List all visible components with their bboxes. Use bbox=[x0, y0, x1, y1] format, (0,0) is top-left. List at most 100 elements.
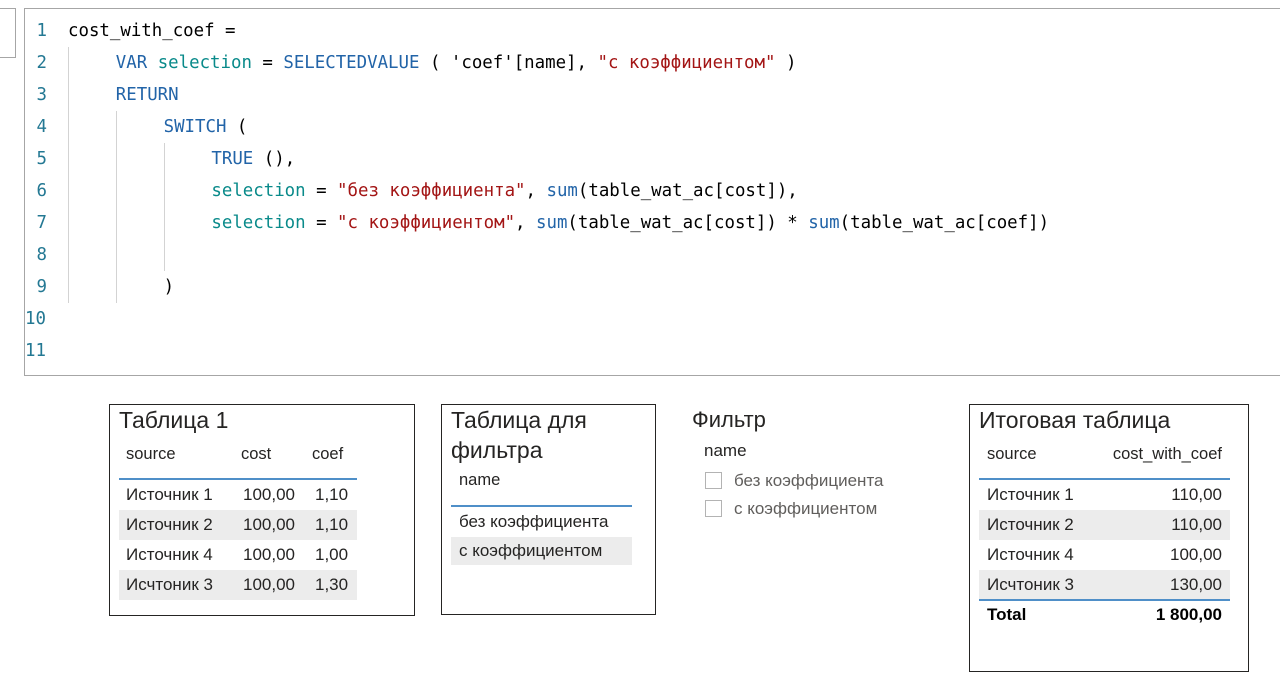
table1-visual[interactable]: Таблица 1 source cost coef Источник 1 10… bbox=[109, 404, 415, 616]
line-number: 1 bbox=[36, 21, 47, 41]
table1-cell: 1,00 bbox=[315, 545, 349, 564]
dax-formula-editor[interactable]: 1 cost_with_coef = 2 VAR selection = SELECT… bbox=[24, 8, 1280, 376]
code-token: = bbox=[305, 213, 338, 233]
code-token: = bbox=[251, 53, 284, 73]
filter-table-cell: с коэффициентом bbox=[459, 541, 603, 560]
table1-cell: 100,00 bbox=[243, 485, 295, 504]
slicer-checkbox-with-coef[interactable] bbox=[705, 500, 722, 517]
left-panel-edge bbox=[0, 8, 16, 58]
code-token: ( bbox=[226, 117, 248, 137]
table1-row-band bbox=[119, 510, 357, 540]
table1-cell: 100,00 bbox=[243, 575, 295, 594]
code-token: (table_wat_ac[cost]) * bbox=[567, 213, 809, 233]
table1-header-rule bbox=[119, 478, 357, 480]
code-token: cost_with_coef = bbox=[68, 21, 236, 41]
slicer-field-name: name bbox=[704, 441, 747, 460]
line-number: 10 bbox=[25, 309, 46, 329]
table1-cell: Исчтоник 3 bbox=[126, 575, 213, 594]
table1-cell: 1,10 bbox=[315, 515, 349, 534]
table1-cell: Источник 1 bbox=[126, 485, 213, 504]
table1-cell: 1,10 bbox=[315, 485, 349, 504]
filter-table-title-line1: Таблица для bbox=[451, 407, 587, 433]
indent-guide bbox=[115, 111, 117, 303]
table1-cell: 100,00 bbox=[243, 515, 295, 534]
code-token: sum bbox=[808, 213, 840, 233]
result-table-cell: 110,00 bbox=[1171, 515, 1222, 534]
line-number: 5 bbox=[36, 149, 47, 169]
filter-table-row-band bbox=[451, 537, 632, 565]
code-token: (table_wat_ac[cost]), bbox=[577, 181, 798, 201]
result-table-cell: 130,00 bbox=[1170, 575, 1222, 594]
code-token: "с коэффициентом" bbox=[337, 213, 516, 233]
code-token: TRUE bbox=[211, 149, 254, 169]
code-line[interactable]: selection = "без коэффициента", sum(tabl… bbox=[211, 175, 797, 207]
result-table-cell: Источник 4 bbox=[987, 545, 1074, 564]
code-token: "с коэффициентом" bbox=[597, 53, 776, 73]
slicer-option-label[interactable]: без коэффициента bbox=[734, 471, 884, 490]
table1-title: Таблица 1 bbox=[119, 407, 229, 433]
line-number: 2 bbox=[36, 53, 47, 73]
result-table-title: Итоговая таблица bbox=[979, 407, 1171, 433]
table1-cell: Источник 4 bbox=[126, 545, 213, 564]
result-table-header-source[interactable]: source bbox=[987, 445, 1037, 463]
code-token: RETURN bbox=[115, 85, 179, 105]
filter-table-cell: без коэффициента bbox=[459, 512, 609, 531]
code-line[interactable]: VAR selection = SELECTEDVALUE ( 'coef'[n… bbox=[116, 47, 797, 79]
slicer-checkbox-without-coef[interactable] bbox=[705, 472, 722, 489]
result-table-total-label: Total bbox=[987, 605, 1027, 624]
indent-guide bbox=[68, 47, 69, 303]
code-line[interactable]: ) bbox=[164, 271, 174, 303]
code-token: selection bbox=[211, 181, 306, 201]
code-token: ) bbox=[775, 53, 797, 73]
table1-cell: 1,30 bbox=[315, 575, 349, 594]
result-table-cell: Исчтоник 3 bbox=[987, 575, 1074, 594]
result-table-total-rule bbox=[979, 599, 1230, 601]
code-token: SELECTEDVALUE bbox=[283, 53, 420, 73]
code-token: "без коэффициента" bbox=[337, 181, 526, 201]
table1-header-source[interactable]: source bbox=[126, 445, 176, 463]
table1-cell: Источник 2 bbox=[126, 515, 213, 534]
code-token: , bbox=[525, 181, 547, 201]
table1-row-band bbox=[119, 570, 357, 600]
result-table-cell: 100,00 bbox=[1170, 545, 1222, 564]
line-number: 4 bbox=[36, 117, 47, 137]
code-token: ) bbox=[163, 277, 175, 297]
code-token: , bbox=[515, 213, 536, 233]
slicer-title: Фильтр bbox=[692, 407, 766, 432]
table1-header-cost[interactable]: cost bbox=[241, 445, 272, 463]
code-token: = bbox=[305, 181, 338, 201]
code-token: ( 'coef'[name], bbox=[419, 53, 598, 73]
filter-table-title-line2: фильтра bbox=[451, 437, 543, 463]
code-token: (), bbox=[253, 149, 296, 169]
table1-header-coef[interactable]: coef bbox=[312, 445, 344, 463]
filter-table-header-name[interactable]: name bbox=[459, 471, 501, 489]
filter-table-visual[interactable]: Таблица для фильтра name без коэффициент… bbox=[441, 404, 656, 615]
result-table-row-band bbox=[979, 510, 1230, 540]
result-table-cell: Источник 1 bbox=[987, 485, 1074, 504]
code-token: VAR bbox=[115, 53, 158, 73]
table1-cell: 100,00 bbox=[243, 545, 295, 564]
line-number: 7 bbox=[36, 213, 47, 233]
code-line[interactable]: SWITCH ( bbox=[164, 111, 248, 143]
code-line[interactable]: cost_with_coef = bbox=[68, 15, 236, 47]
indent-guide bbox=[163, 143, 165, 271]
result-table-row-band bbox=[979, 570, 1230, 600]
result-table-header-cost-with-coef[interactable]: cost_with_coef bbox=[1112, 445, 1222, 463]
slicer-visual[interactable]: Фильтр name без коэффициента с коэффицие… bbox=[680, 404, 920, 534]
code-token: sum bbox=[536, 213, 568, 233]
result-table-total-value: 1 800,00 bbox=[1155, 605, 1222, 624]
code-line[interactable]: RETURN bbox=[116, 79, 179, 111]
line-number: 6 bbox=[36, 181, 47, 201]
code-line[interactable]: TRUE (), bbox=[211, 143, 295, 175]
result-table-header-rule bbox=[979, 478, 1230, 480]
code-token: SWITCH bbox=[163, 117, 227, 137]
slicer-option-label[interactable]: с коэффициентом bbox=[734, 499, 878, 518]
filter-table-header-rule bbox=[451, 505, 632, 507]
code-line[interactable]: selection = "с коэффициентом", sum(table… bbox=[211, 207, 1049, 239]
line-number: 8 bbox=[36, 245, 47, 265]
code-token: selection bbox=[157, 53, 252, 73]
result-table-visual[interactable]: Итоговая таблица source cost_with_coef И… bbox=[969, 404, 1249, 672]
code-token: sum bbox=[546, 181, 578, 201]
line-number: 9 bbox=[36, 277, 47, 297]
code-token: selection bbox=[211, 213, 306, 233]
